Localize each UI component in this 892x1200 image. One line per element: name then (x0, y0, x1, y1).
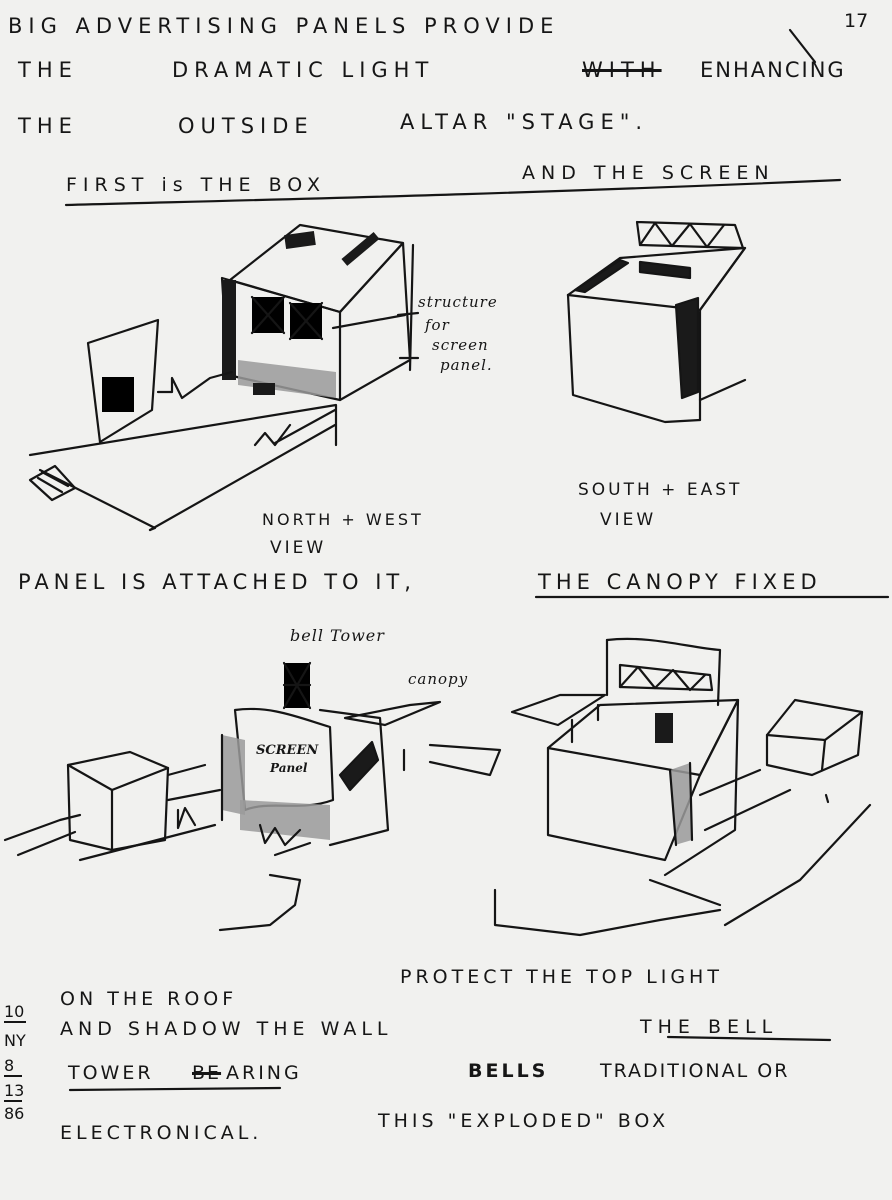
sketch-north-west-view (28, 223, 420, 532)
section2-line-b: THE CANOPY FIXED (538, 570, 822, 594)
caption-north-west: NORTH + WEST (262, 510, 424, 529)
header-line-2-a: THE (18, 58, 78, 82)
date-day: 10 (4, 1002, 26, 1023)
footer-line-3-struck: BE (192, 1062, 222, 1084)
footer-line-4-a: ELECTRONICAL. (60, 1122, 263, 1144)
page-number: 17 (844, 10, 869, 32)
header-line-3-c: ALTAR "STAGE". (400, 110, 649, 134)
label-panel: Panel (270, 761, 308, 775)
caption-south-east-view: VIEW (600, 510, 657, 530)
date-date: 13 (4, 1081, 25, 1102)
sketch-bell-tower-view (3, 661, 502, 932)
date-place: NY (4, 1031, 26, 1050)
footer-line-2-b: THE BELL (640, 1016, 779, 1038)
footer-line-4-b: THIS "EXPLODED" BOX (378, 1110, 670, 1132)
header-line-2-struck: WITH (582, 58, 662, 82)
sketch-south-east-view (566, 220, 747, 424)
section1-heading-a: FIRST is THE BOX (66, 174, 327, 196)
caption-south-east: SOUTH + EAST (578, 480, 743, 500)
label-screen: SCREEN (256, 743, 319, 758)
footer-line-3-b: ARING (226, 1062, 302, 1084)
footer-line-0: PROTECT THE TOP LIGHT (400, 966, 723, 988)
footer-line-3-d: TRADITIONAL OR (600, 1060, 790, 1082)
footer-line-1: ON THE ROOF (60, 988, 238, 1010)
checkmark-icon (788, 28, 817, 64)
date-stamp: 10 NY 8 13 86 (4, 1002, 26, 1123)
footer-line-3-c: BELLS (468, 1060, 549, 1082)
header-line-3-a: THE (18, 114, 78, 138)
section1-heading-b: AND THE SCREEN (522, 162, 775, 184)
date-month: 8 (4, 1056, 22, 1077)
footer-line-3-a: TOWER (68, 1062, 154, 1084)
header-line-2-c: ENHANCING (700, 58, 846, 82)
caption-north-west-view: VIEW (270, 538, 327, 558)
sketch-exploded-box-view (493, 637, 872, 937)
label-bell-tower: bell Tower (290, 626, 385, 645)
label-canopy: canopy (408, 670, 469, 688)
header-line-3-b: OUTSIDE (178, 114, 314, 138)
header-line-1: BIG ADVERTISING PANELS PROVIDE (8, 14, 560, 38)
header-line-2-b: DRAMATIC LIGHT (172, 58, 435, 82)
date-year: 86 (4, 1104, 25, 1123)
footer-line-2-a: AND SHADOW THE WALL (60, 1018, 393, 1040)
section2-line-a: PANEL IS ATTACHED TO IT, (18, 570, 416, 594)
